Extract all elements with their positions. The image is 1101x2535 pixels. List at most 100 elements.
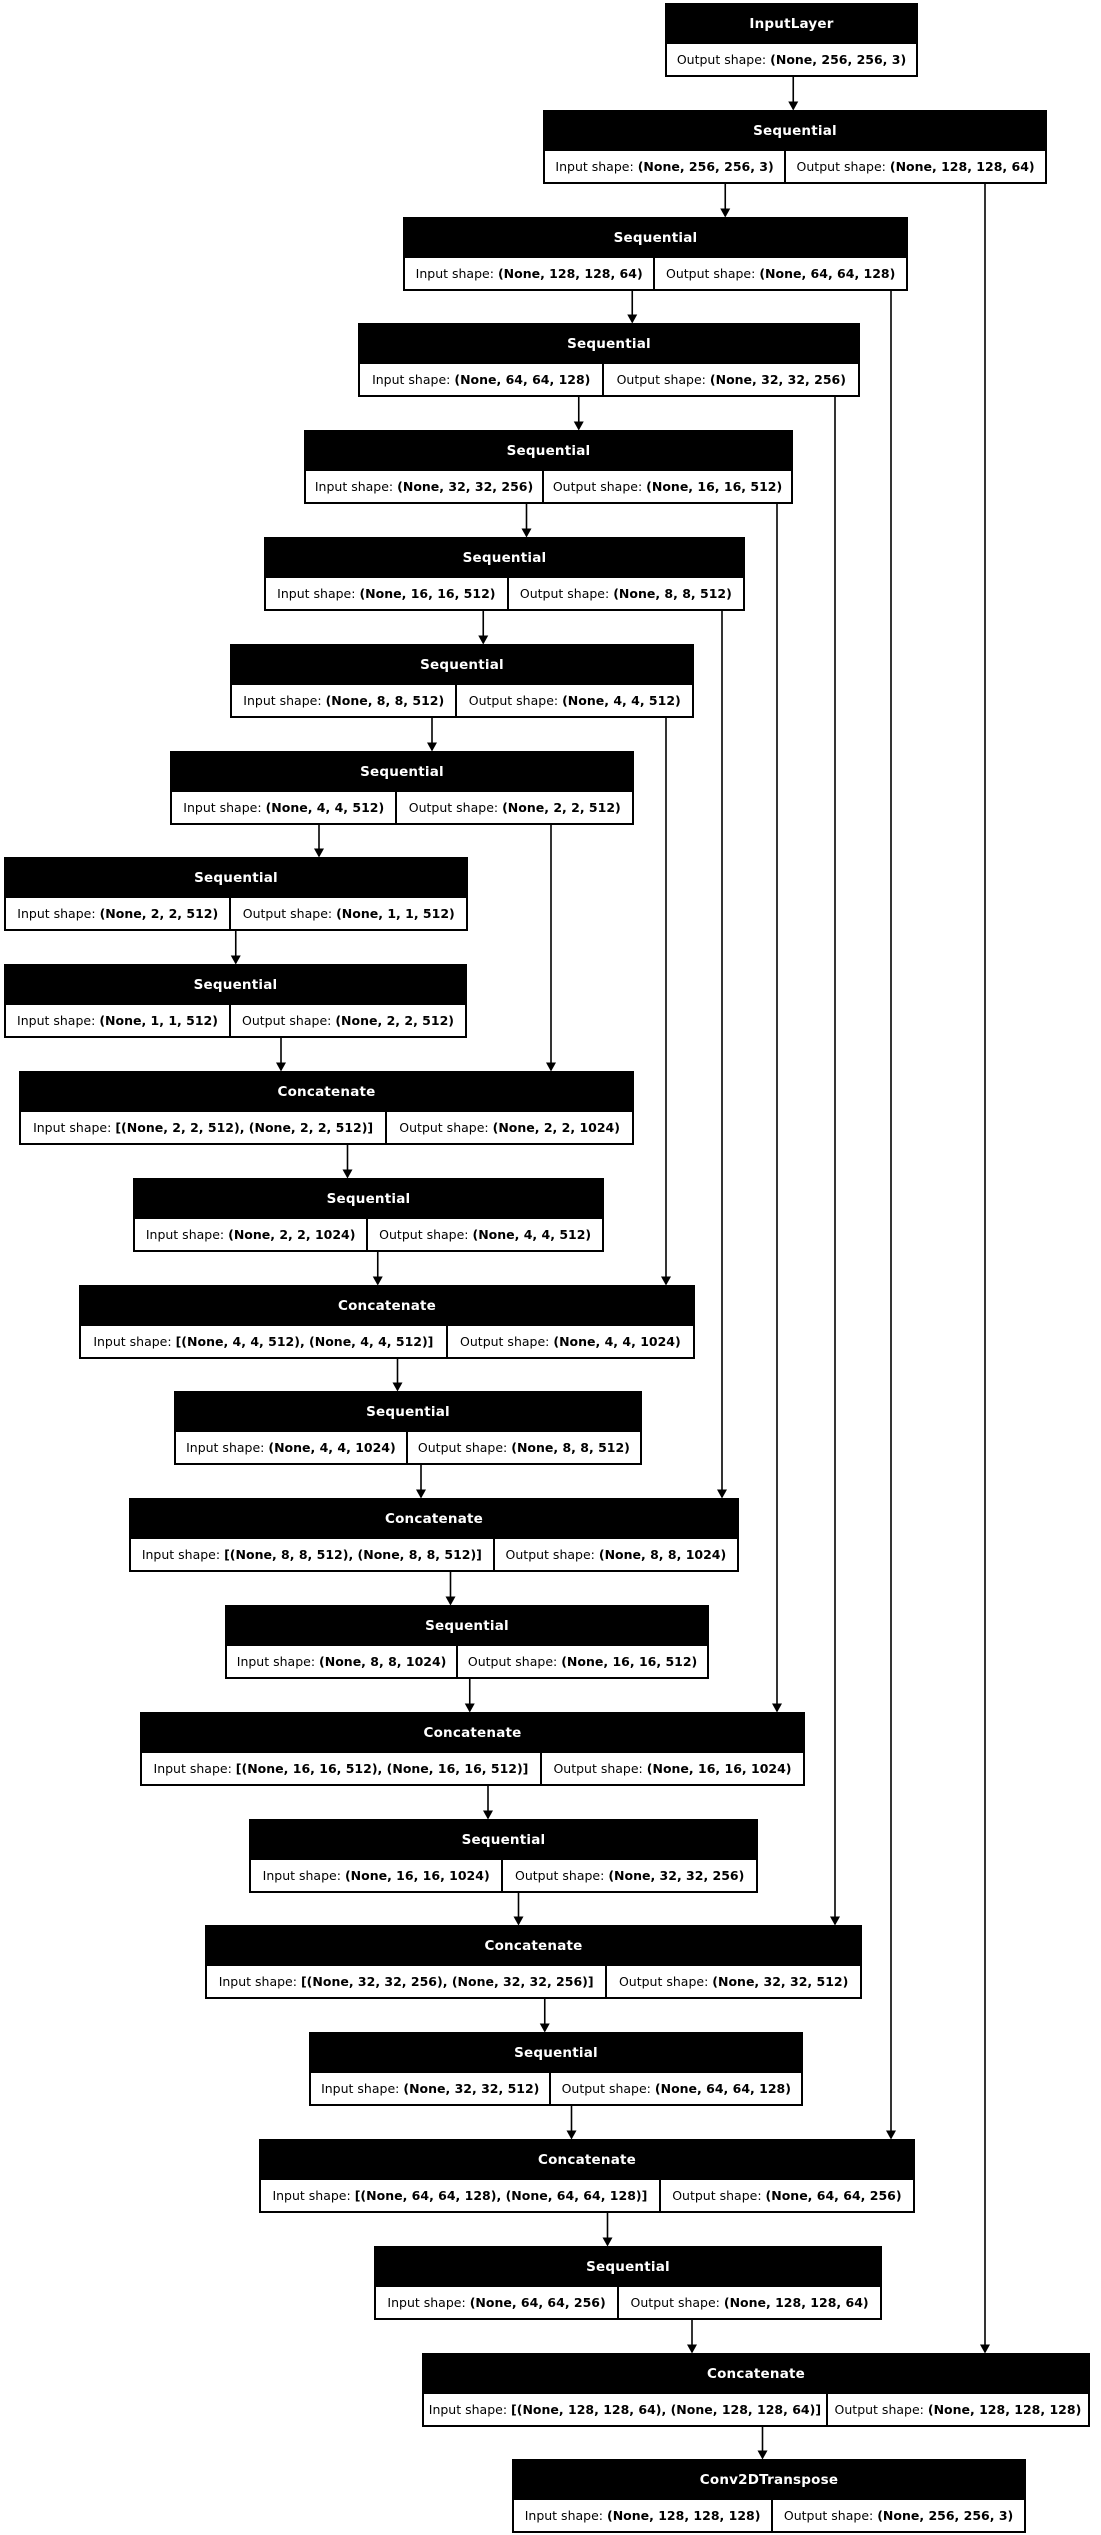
layer-type-label: Concatenate bbox=[424, 2355, 1088, 2392]
shape-label-prefix: Input shape: bbox=[555, 159, 634, 174]
shape-value: (None, 128, 128, 128) bbox=[927, 2402, 1082, 2417]
layer-shapes-row: Input shape:(None, 128, 128, 128)Output … bbox=[514, 2498, 1024, 2531]
shape-label-prefix: Input shape: bbox=[183, 800, 262, 815]
input-shape-cell: Input shape:(None, 16, 16, 512) bbox=[266, 578, 507, 609]
output-shape-cell: Output shape:(None, 8, 8, 1024) bbox=[492, 1539, 737, 1570]
layer-type-label: Sequential bbox=[6, 859, 466, 896]
output-shape-cell: Output shape:(None, 16, 16, 1024) bbox=[539, 1753, 803, 1784]
shape-value: (None, 128, 128, 64) bbox=[497, 266, 643, 281]
shape-value: (None, 4, 4, 1024) bbox=[553, 1334, 681, 1349]
input-shape-cell: Input shape:(None, 64, 64, 256) bbox=[376, 2287, 617, 2318]
shape-label-prefix: Input shape: bbox=[236, 1654, 316, 1669]
layer-shapes-row: Input shape:[(None, 8, 8, 512), (None, 8… bbox=[131, 1537, 737, 1570]
shape-value: (None, 16, 16, 512) bbox=[646, 479, 783, 494]
layer-type-label: Sequential bbox=[6, 966, 465, 1003]
shape-value: (None, 8, 8, 512) bbox=[511, 1440, 630, 1455]
shape-label-prefix: Output shape: bbox=[408, 800, 499, 815]
output-shape-cell: Output shape:(None, 16, 16, 512) bbox=[456, 1646, 707, 1677]
shape-value: (None, 8, 8, 1024) bbox=[319, 1654, 447, 1669]
shape-label-prefix: Output shape: bbox=[242, 906, 333, 921]
shape-label-prefix: Input shape: bbox=[17, 1013, 96, 1028]
layer-type-label: Sequential bbox=[251, 1821, 756, 1858]
shape-label-prefix: Input shape: bbox=[314, 479, 394, 494]
shape-value: (None, 128, 128, 64) bbox=[889, 159, 1035, 174]
shape-label-prefix: Input shape: bbox=[372, 372, 451, 387]
shape-label-prefix: Output shape: bbox=[552, 479, 643, 494]
shape-value: (None, 256, 256, 3) bbox=[637, 159, 774, 174]
output-shape-cell: Output shape:(None, 16, 16, 512) bbox=[542, 471, 791, 502]
output-shape-cell: Output shape:(None, 128, 128, 64) bbox=[784, 151, 1045, 182]
layer-type-label: Sequential bbox=[306, 432, 791, 469]
output-shape-cell: Output shape:(None, 4, 4, 512) bbox=[455, 685, 692, 716]
output-shape-cell: Output shape:(None, 64, 64, 256) bbox=[658, 2180, 913, 2211]
input-shape-cell: Input shape:(None, 64, 64, 128) bbox=[360, 364, 602, 395]
shape-value: (None, 64, 64, 128) bbox=[759, 266, 896, 281]
layer-type-label: Sequential bbox=[311, 2034, 801, 2071]
layer-type-label: Sequential bbox=[172, 753, 632, 790]
layer-shapes-row: Input shape:(None, 4, 4, 512)Output shap… bbox=[172, 790, 632, 823]
layer-type-label: Concatenate bbox=[207, 1927, 860, 1964]
layer-shapes-row: Input shape:[(None, 4, 4, 512), (None, 4… bbox=[81, 1324, 693, 1357]
shape-value: (None, 128, 128, 64) bbox=[723, 2295, 869, 2310]
shape-label-prefix: Output shape: bbox=[630, 2295, 720, 2310]
layer-shapes-row: Input shape:[(None, 32, 32, 256), (None,… bbox=[207, 1964, 860, 1997]
layer-shapes-row: Input shape:(None, 1, 1, 512)Output shap… bbox=[6, 1003, 465, 1036]
layer-shapes-row: Input shape:(None, 32, 32, 512) Output sh… bbox=[311, 2071, 801, 2104]
shape-label-prefix: Input shape: bbox=[262, 1868, 341, 1883]
output-shape-cell: Output shape:(None, 256, 256, 3) bbox=[771, 2500, 1024, 2531]
input-shape-cell: Input shape:[(None, 32, 32, 256), (None,… bbox=[207, 1966, 605, 1997]
layer-shapes-row: Input shape:[(None, 128, 128, 64), (None… bbox=[424, 2392, 1088, 2425]
shape-label-prefix: Output shape: bbox=[242, 1013, 332, 1028]
output-shape-cell: Output shape:(None, 128, 128, 64) bbox=[617, 2287, 880, 2318]
shape-label-prefix: Output shape: bbox=[561, 2081, 651, 2096]
input-shape-cell: Input shape:(None, 32, 32, 512) bbox=[311, 2073, 549, 2104]
shape-label-prefix: Input shape: bbox=[141, 1547, 221, 1562]
input-shape-cell: Input shape:[(None, 4, 4, 512), (None, 4… bbox=[81, 1326, 446, 1357]
shape-label-prefix: Output shape: bbox=[379, 1227, 469, 1242]
input-shape-cell: Input shape:(None, 16, 16, 1024) bbox=[251, 1860, 501, 1891]
shape-value: (None, 128, 128, 128) bbox=[607, 2508, 761, 2523]
output-shape-cell: Output shape:(None, 2, 2, 512) bbox=[395, 792, 632, 823]
output-shape-cell: Output shape:(None, 4, 4, 1024) bbox=[445, 1326, 693, 1357]
layer-shapes-row: Input shape:(None, 64, 64, 256)Output sh… bbox=[376, 2285, 880, 2318]
shape-value: (None, 256, 256, 3) bbox=[877, 2508, 1014, 2523]
layer-shapes-row: Input shape:(None, 8, 8, 512)Output shap… bbox=[232, 683, 692, 716]
layer-type-label: Sequential bbox=[360, 325, 858, 362]
layer-shapes-row: Input shape:(None, 256, 256, 3) Output sh… bbox=[545, 149, 1045, 182]
shape-label-prefix: Output shape: bbox=[834, 2402, 924, 2417]
layer-type-label: Sequential bbox=[135, 1180, 602, 1217]
shape-value: (None, 4, 4, 1024) bbox=[268, 1440, 396, 1455]
shape-label-prefix: Output shape: bbox=[468, 693, 559, 708]
shape-label-prefix: Input shape: bbox=[218, 1974, 297, 1989]
layer-shapes-row: Input shape:(None, 128, 128, 64)Output s… bbox=[405, 256, 906, 289]
shape-value: [(None, 16, 16, 512), (None, 16, 16, 512… bbox=[235, 1761, 529, 1776]
shape-value: [(None, 64, 64, 128), (None, 64, 64, 128… bbox=[354, 2188, 648, 2203]
input-shape-cell: Input shape:(None, 4, 4, 1024) bbox=[176, 1432, 406, 1463]
shape-value: (None, 4, 4, 512) bbox=[562, 693, 681, 708]
shape-value: (None, 32, 32, 512) bbox=[403, 2081, 540, 2096]
shape-label-prefix: Output shape: bbox=[399, 1120, 489, 1135]
layer-type-label: Concatenate bbox=[131, 1500, 737, 1537]
input-shape-cell: Input shape:[(None, 64, 64, 128), (None,… bbox=[261, 2180, 659, 2211]
shape-value: (None, 2, 2, 512) bbox=[335, 1013, 454, 1028]
shape-label-prefix: Input shape: bbox=[93, 1334, 172, 1349]
shape-label-prefix: Output shape: bbox=[417, 1440, 508, 1455]
input-shape-cell: Input shape:(None, 2, 2, 512) bbox=[6, 898, 229, 929]
shape-value: (None, 1, 1, 512) bbox=[336, 906, 455, 921]
shape-value: (None, 32, 32, 512) bbox=[712, 1974, 849, 1989]
shape-value: (None, 2, 2, 1024) bbox=[492, 1120, 620, 1135]
input-shape-cell: Input shape:(None, 128, 128, 128) bbox=[514, 2500, 771, 2531]
output-shape-cell: Output shape:(None, 128, 128, 128) bbox=[825, 2394, 1088, 2425]
